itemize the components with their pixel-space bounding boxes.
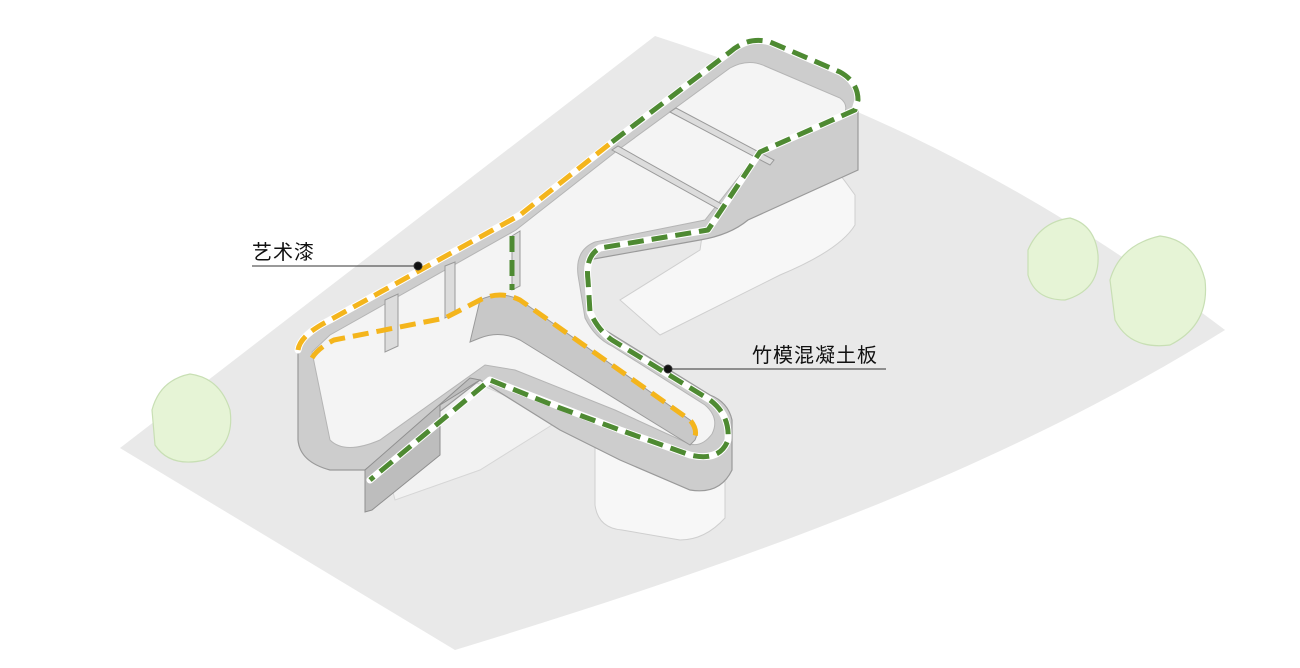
bamboo-concrete-edges bbox=[368, 37, 861, 482]
label-bamboo-concrete: 竹模混凝土板 bbox=[752, 343, 878, 367]
building-inner-floor bbox=[311, 62, 847, 448]
art-paint-edges bbox=[295, 140, 698, 444]
label-art-paint: 艺术漆 bbox=[252, 240, 315, 264]
tree-right-2 bbox=[1109, 235, 1207, 347]
leader-dot-bamboo-concrete bbox=[663, 364, 673, 374]
leader-dot-art-paint bbox=[413, 261, 423, 271]
tree-right-1 bbox=[1027, 217, 1099, 301]
ramp-wall bbox=[364, 377, 482, 513]
tree-left bbox=[151, 373, 232, 463]
leaders bbox=[252, 261, 886, 374]
trees bbox=[151, 217, 1207, 463]
